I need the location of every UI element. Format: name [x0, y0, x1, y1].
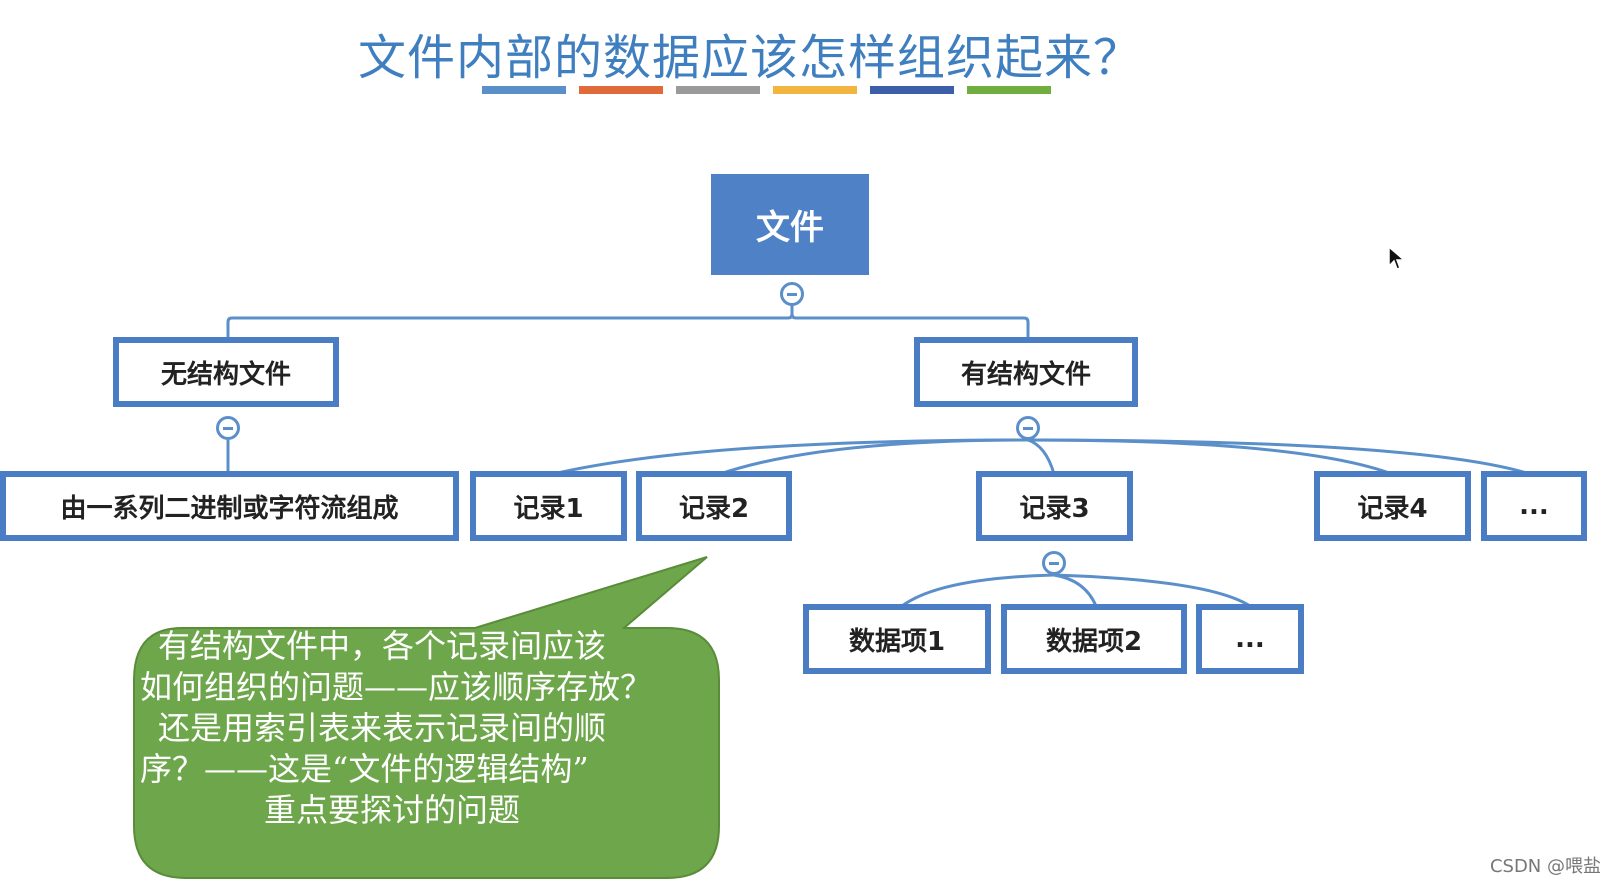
watermark: CSDN @喂盐 [1489, 856, 1601, 877]
data-item-node: 数据项1 [803, 604, 991, 674]
record-node: 记录3 [976, 471, 1133, 541]
data-item-node: 数据项2 [1001, 604, 1187, 674]
underline-bar [967, 86, 1051, 94]
unstructured-file-node: 无结构文件 [113, 337, 339, 407]
record-node: 记录1 [470, 471, 627, 541]
data-item-more-node: ... [1196, 604, 1304, 674]
underline-bar [773, 86, 857, 94]
cursor-icon [1388, 246, 1406, 270]
underline-bar [579, 86, 663, 94]
record-more-node: ... [1481, 471, 1587, 541]
callout-bubble [133, 556, 720, 879]
collapse-icon[interactable] [780, 282, 804, 306]
record-node: 记录4 [1314, 471, 1471, 541]
underline-bar [870, 86, 954, 94]
collapse-icon[interactable] [1016, 416, 1040, 440]
underline-bar [482, 86, 566, 94]
structured-file-node: 有结构文件 [914, 337, 1138, 407]
callout-line: 重点要探讨的问题 [264, 791, 521, 829]
record-node: 记录2 [636, 471, 792, 541]
collapse-icon[interactable] [216, 416, 240, 440]
unstructured-desc-node: 由一系列二进制或字符流组成 [0, 471, 459, 541]
callout-line: 序？——这是“文件的逻辑结构” [140, 750, 589, 788]
page-title: 文件内部的数据应该怎样组织起来？ [357, 30, 1142, 86]
root-node: 文件 [711, 174, 869, 275]
collapse-icon[interactable] [1042, 551, 1066, 575]
callout-line: 有结构文件中，各个记录间应该 [158, 627, 607, 665]
callout-text: 有结构文件中，各个记录间应该 如何组织的问题——应该顺序存放？ 还是用索引表来表… [140, 626, 700, 831]
underline-bar [676, 86, 760, 94]
callout-line: 还是用索引表来表示记录间的顺 [158, 709, 607, 747]
callout-line: 如何组织的问题——应该顺序存放？ [140, 668, 653, 706]
